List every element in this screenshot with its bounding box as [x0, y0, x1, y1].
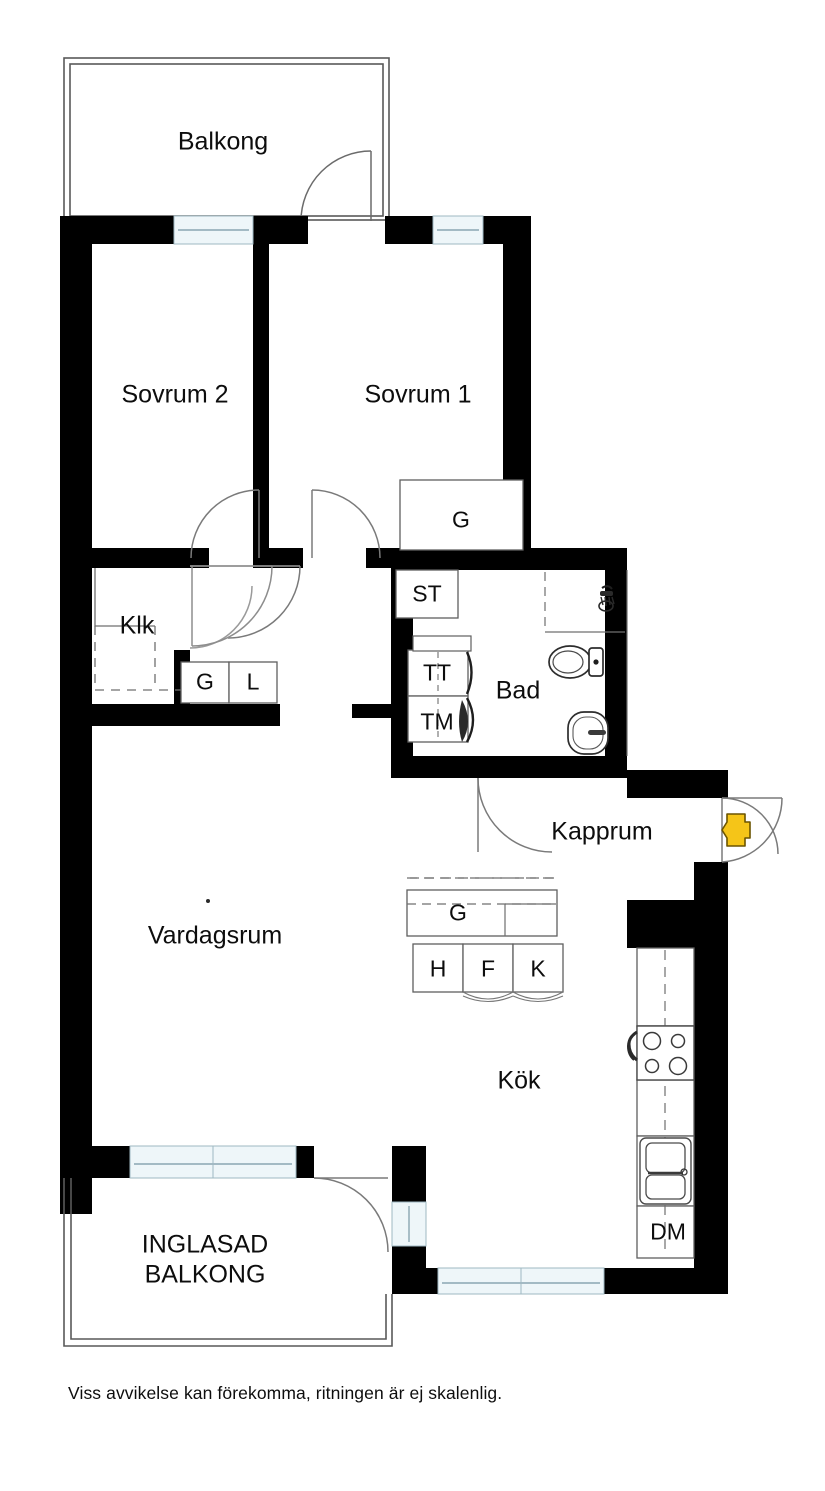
window-balcony-door: [391, 1201, 427, 1247]
balcony-door-swing: [300, 150, 372, 222]
kitchen-cabinet-splits: [504, 903, 556, 936]
washbasin-icon: [567, 711, 609, 755]
stove-icon: [626, 1025, 695, 1081]
window-sovrum1: [432, 215, 484, 245]
window-sovrum2: [173, 215, 254, 245]
window-vardagsrum: [129, 1145, 297, 1179]
entrance-arrow-icon[interactable]: [721, 813, 751, 847]
klk-shelving: [94, 568, 186, 691]
laundry-machine-shading: [459, 700, 468, 742]
windows: [129, 215, 605, 1295]
window-kok: [437, 1267, 605, 1295]
shower-head-icon: [598, 585, 615, 612]
toilet-icon: [548, 645, 604, 679]
plan-dot-marker: [206, 899, 210, 903]
laundry-machine-doors: [465, 651, 475, 743]
bath-shelf: [412, 635, 472, 652]
door-swing-klk: [190, 565, 273, 647]
kitchen-base-cabinet-doors: [462, 991, 564, 1003]
sink-icon: [639, 1137, 692, 1205]
balcony-glazed-outline: [63, 1178, 393, 1347]
